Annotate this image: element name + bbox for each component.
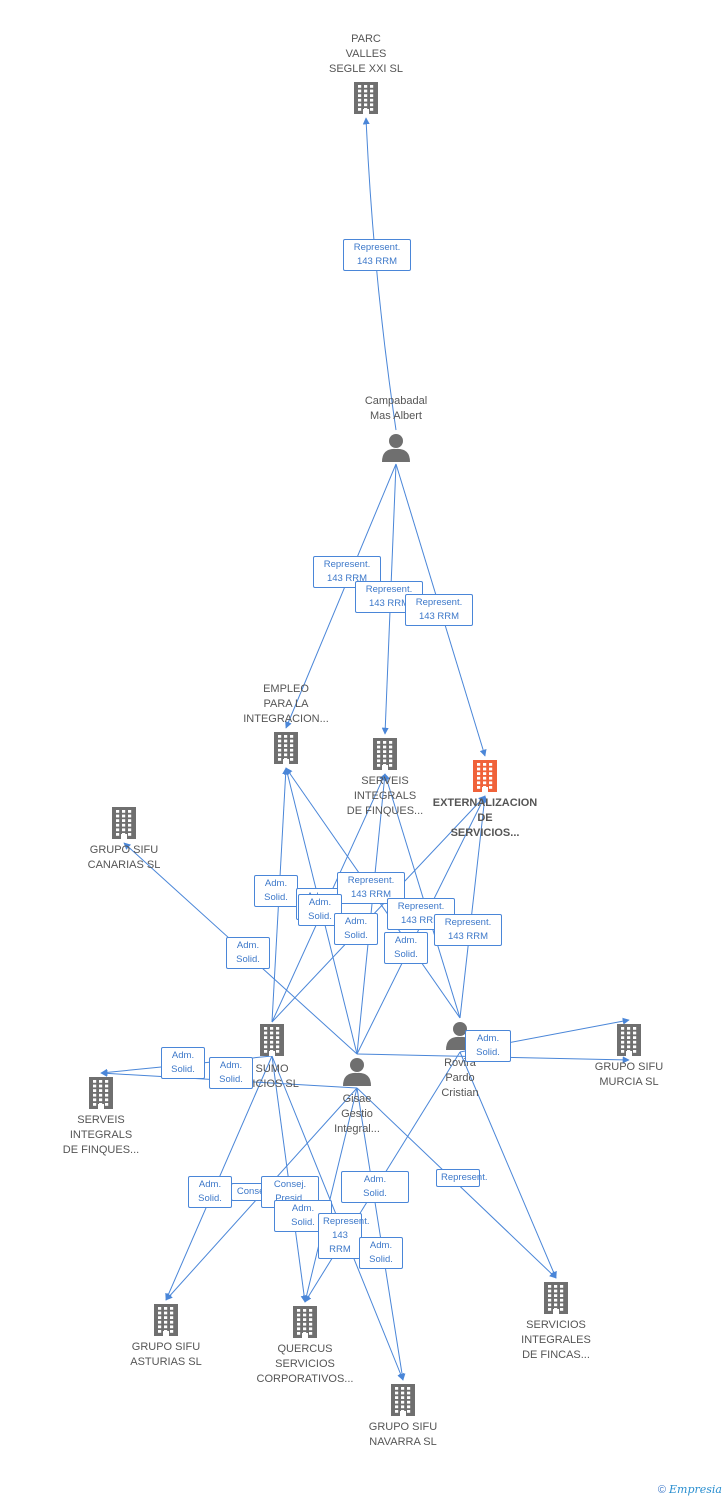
building-icon[interactable] [274,732,298,764]
building-icon[interactable] [260,1024,284,1056]
building-icon[interactable] [293,1306,317,1338]
relation-edge [271,795,486,1023]
relation-label[interactable]: Adm. Solid. [188,1176,232,1208]
building-icon[interactable] [617,1024,641,1056]
node-label-rovira[interactable]: Rovira Pardo Cristian [441,1057,479,1099]
node-label-gisae[interactable]: Gisae Gestio Integral... [334,1093,380,1135]
relation-label[interactable]: Adm. Solid. [341,1171,409,1203]
node-label-campabadal[interactable]: Campabadal Mas Albert [364,395,428,422]
building-icon[interactable] [354,82,378,114]
relation-label[interactable]: Adm. Solid. [254,875,298,907]
building-icon[interactable] [391,1384,415,1416]
node-label-parc[interactable]: PARC VALLES SEGLE XXI SL [329,33,403,75]
person-icon[interactable] [382,434,410,462]
brand-logo[interactable]: Empresia [669,1483,722,1496]
relation-label[interactable]: Adm. Solid. [209,1057,253,1089]
building-icon[interactable] [373,738,397,770]
node-label-quercus[interactable]: QUERCUS SERVICIOS CORPORATIVOS... [256,1343,354,1385]
copyright-symbol: © [657,1484,666,1496]
relation-label[interactable]: Represent. 143 RRM [405,594,473,626]
node-label-asturias[interactable]: GRUPO SIFU ASTURIAS SL [130,1341,202,1368]
relation-label[interactable]: Represent. [436,1169,487,1187]
relation-label[interactable]: Adm. Solid. [465,1030,511,1062]
relation-label[interactable]: Adm. Solid. [226,937,270,969]
relation-label[interactable]: Represent. 143 RRM [318,1213,369,1259]
relation-label[interactable]: Adm. Solid. [384,932,428,964]
relation-edge [362,117,397,431]
relation-edge [303,1087,358,1303]
node-label-serveis1[interactable]: SERVEIS INTEGRALS DE FINQUES... [346,775,424,817]
relation-edge [459,795,488,1019]
node-label-navarra[interactable]: GRUPO SIFU NAVARRA SL [368,1421,438,1448]
building-icon[interactable] [112,807,136,839]
relation-label[interactable]: Adm. Solid. [161,1047,205,1079]
relation-edge [356,1087,406,1381]
footer: ©Empresia [658,1483,722,1496]
node-label-canarias[interactable]: GRUPO SIFU CANARIAS SL [87,844,161,871]
node-label-murcia[interactable]: GRUPO SIFU MURCIA SL [594,1061,664,1088]
relation-edge [459,1051,557,1279]
relation-edge [383,773,461,1019]
relation-label[interactable]: Adm. Solid. [359,1237,403,1269]
node-label-servicios[interactable]: SERVICIOS INTEGRALES DE FINCAS... [521,1319,591,1361]
relation-label[interactable]: Represent. 143 RRM [434,914,502,946]
relation-label[interactable]: Adm. Solid. [334,913,378,945]
building-icon[interactable] [473,760,497,792]
node-label-extern[interactable]: EXTERNALIZACION DE SERVICIOS... [432,797,538,839]
building-icon[interactable] [544,1282,568,1314]
relation-edge [285,463,397,729]
building-icon[interactable] [154,1304,178,1336]
node-label-consumo[interactable]: SUMO VICIOS SL [245,1063,299,1090]
node-label-serveis2[interactable]: SERVEIS INTEGRALS DE FINQUES... [62,1114,140,1156]
relation-label[interactable]: Represent. 143 RRM [343,239,411,271]
building-icon[interactable] [89,1077,113,1109]
person-icon[interactable] [343,1058,371,1086]
node-label-empleo[interactable]: EMPLEO PARA LA INTEGRACION... [243,683,329,725]
